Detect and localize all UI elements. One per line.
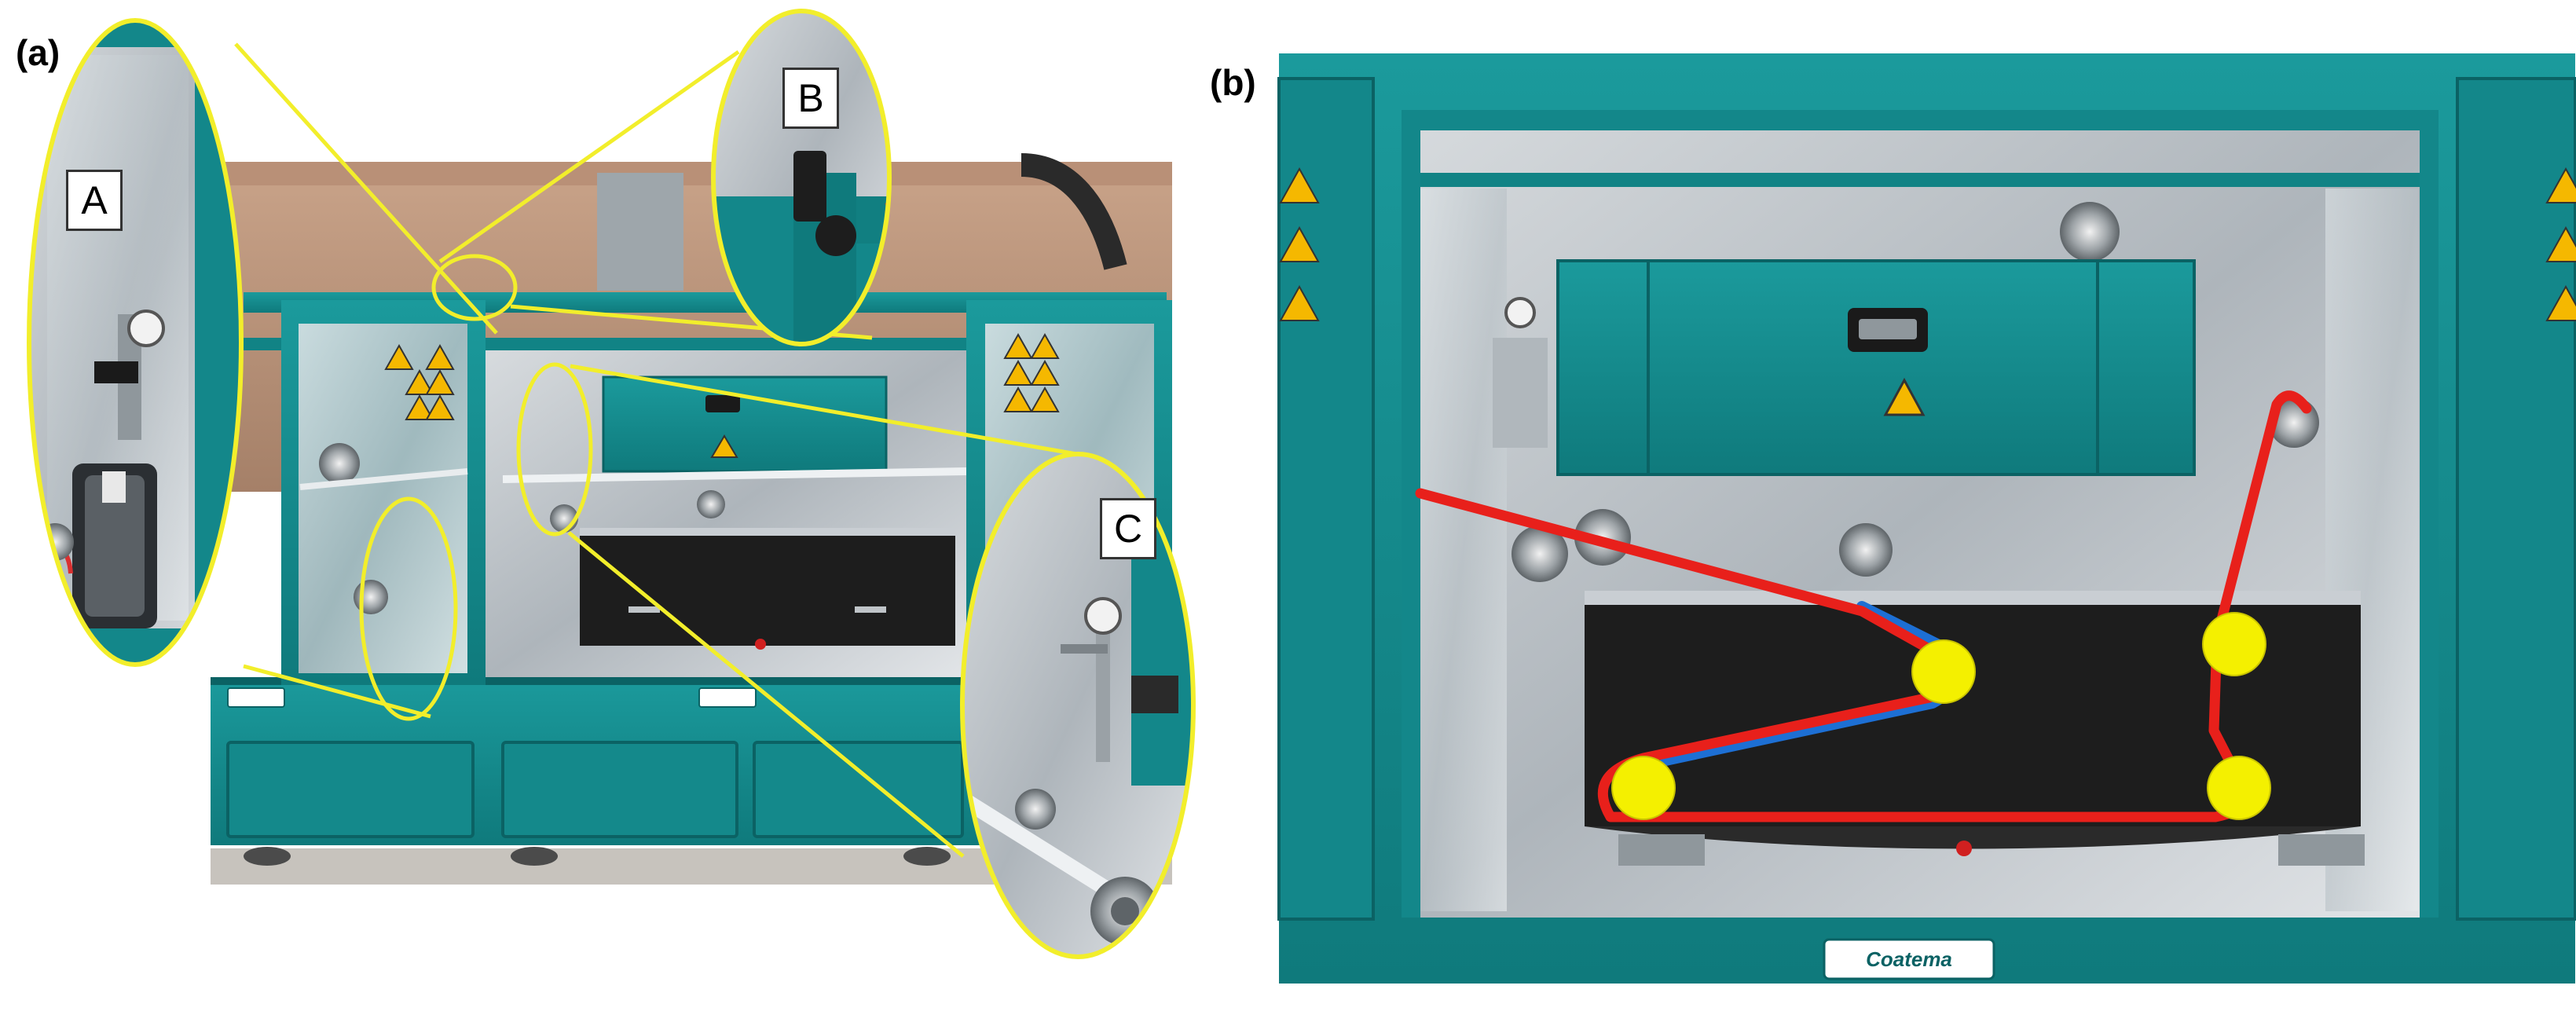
zoom-a [27, 18, 244, 667]
zoom-marker-b [431, 254, 518, 321]
roller-2 [1611, 756, 1676, 820]
zoom-marker-c [516, 362, 593, 537]
zoom-connectors [234, 42, 1086, 858]
panel-label-b: (b) [1210, 62, 1256, 103]
submerged-rollers [1611, 612, 2271, 820]
zoom-c [960, 452, 1196, 959]
zoom-b: 1 0 [711, 9, 892, 346]
callout-b: B [782, 68, 839, 129]
panel-b-photo: Coatema [1277, 53, 2576, 984]
callout-c: C [1100, 498, 1156, 559]
zoom-marker-a [359, 496, 458, 721]
roller-4 [2207, 756, 2271, 820]
roller-3 [2202, 612, 2266, 676]
zoom-markers [359, 254, 593, 721]
callout-a: A [66, 170, 123, 231]
panel-label-a: (a) [16, 32, 60, 73]
roller-1 [1911, 639, 1976, 704]
brand-badge: Coatema [1866, 947, 1952, 971]
